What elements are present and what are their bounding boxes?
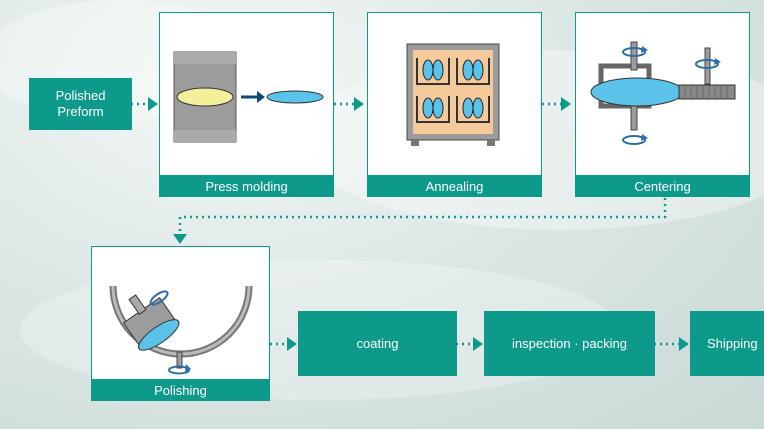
centering-illustration xyxy=(590,41,736,145)
annealing-label: Annealing xyxy=(367,175,542,197)
coating-label: coating xyxy=(356,335,399,351)
coating-box: coating xyxy=(298,311,457,376)
annealing-card: Annealing xyxy=(367,12,542,197)
press-molding-label: Press molding xyxy=(159,175,334,197)
inspection-packing-box: inspection · packing xyxy=(484,311,655,376)
centering-card: Centering xyxy=(575,12,750,197)
polishing-card: Polishing xyxy=(91,246,270,401)
press-molding-illustration xyxy=(173,51,324,143)
polishing-label: Polishing xyxy=(91,379,270,401)
polished-preform-box: Polished Preform xyxy=(29,78,132,130)
polished-preform-line1: Polished xyxy=(55,88,106,103)
polishing-illustration xyxy=(109,285,253,375)
centering-label: Centering xyxy=(575,175,750,197)
shipping-box: Shipping xyxy=(690,311,764,376)
shipping-label: Shipping xyxy=(707,335,758,351)
annealing-illustration xyxy=(406,43,500,146)
polished-preform-line2: Preform xyxy=(57,104,104,119)
inspection-packing-label: inspection · packing xyxy=(512,335,627,351)
press-molding-card: Press molding xyxy=(159,12,334,197)
